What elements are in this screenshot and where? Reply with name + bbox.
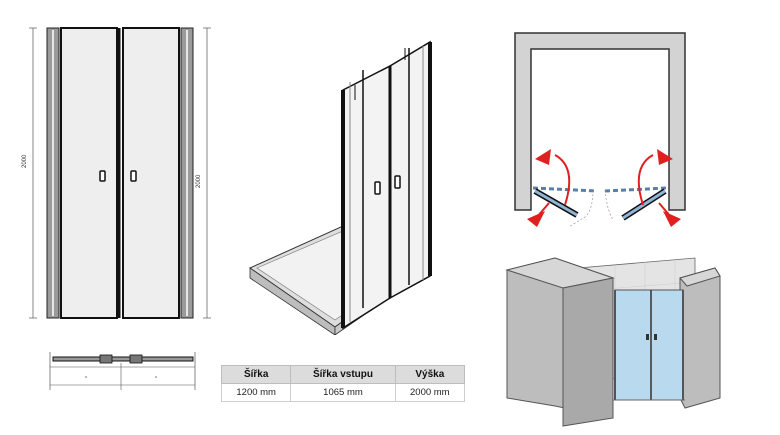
cell-entry-width: 1065 mm <box>290 383 396 402</box>
height-dimension-right: 2000 <box>196 174 202 188</box>
header-width: Šířka <box>220 365 292 384</box>
cell-width: 1200 mm <box>220 383 292 402</box>
room-render-view <box>505 248 725 428</box>
header-entry-width: Šířka vstupu <box>290 365 396 384</box>
height-dimension-left: 2000 <box>22 154 28 168</box>
header-height: Výška <box>394 365 466 384</box>
front-elevation-view: 2000 2000 <box>20 18 220 330</box>
table-header-row: Šířka Šířka vstupu Výška <box>220 365 466 384</box>
isometric-view <box>245 30 445 335</box>
table-row: 1200 mm 1065 mm 2000 mm <box>220 383 466 402</box>
top-profile-view <box>45 350 200 395</box>
cell-height: 2000 mm <box>394 383 466 402</box>
plan-view-door-swing <box>505 25 705 240</box>
dimensions-table: Šířka Šířka vstupu Výška 1200 mm 1065 mm… <box>220 365 466 402</box>
